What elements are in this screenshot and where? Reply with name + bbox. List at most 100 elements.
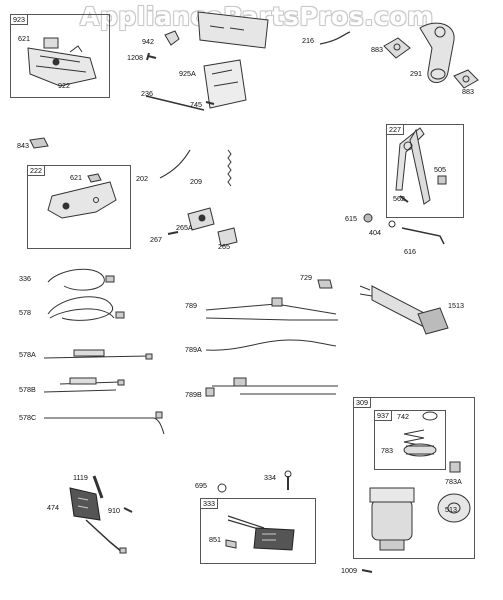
part-label[interactable]: 216: [302, 36, 314, 45]
part-222-bracket: [47, 173, 117, 219]
part-336-harness: [47, 268, 115, 291]
part-label[interactable]: 578: [19, 308, 31, 317]
part-label[interactable]: 783A: [445, 477, 462, 486]
part-label[interactable]: 202: [136, 174, 148, 183]
part-label[interactable]: 621: [18, 34, 30, 43]
part-label[interactable]: 789A: [185, 345, 202, 354]
assembly-box-333: [200, 498, 316, 564]
part-333-switch: [225, 515, 295, 551]
assembly-box-309: [353, 397, 475, 559]
part-227-lever: [395, 127, 447, 205]
assembly-box-923: [10, 14, 110, 98]
part-label[interactable]: 942: [142, 37, 154, 46]
part-label[interactable]: 578B: [19, 385, 36, 394]
part-236-rod: [145, 95, 205, 111]
assembly-box-222: [27, 165, 131, 249]
part-label[interactable]: 334: [264, 473, 276, 482]
part-label[interactable]: 883: [371, 45, 383, 54]
part-label[interactable]: 1208: [127, 53, 143, 62]
part-578A-harness: [43, 349, 153, 360]
part-label[interactable]: 789: [185, 301, 197, 310]
assembly-label-923[interactable]: 923: [10, 14, 28, 26]
part-label[interactable]: 925A: [179, 69, 196, 78]
part-label[interactable]: 1009: [341, 566, 357, 575]
part-label[interactable]: 267: [150, 235, 162, 244]
part-label[interactable]: 883: [462, 87, 474, 96]
assembly-label-333[interactable]: 333: [200, 498, 218, 510]
part-label[interactable]: 843: [17, 141, 29, 150]
part-578-harness: [47, 296, 125, 321]
part-label[interactable]: 729: [300, 273, 312, 282]
part-label[interactable]: 513: [445, 505, 457, 514]
part-216-link: [319, 31, 351, 45]
part-513-gear: [437, 493, 471, 523]
part-label[interactable]: 789B: [185, 390, 202, 399]
part-1208-screw: [146, 52, 157, 61]
part-label[interactable]: 505: [434, 165, 446, 174]
part-474-switch: [69, 487, 127, 554]
part-202-link: [159, 149, 191, 179]
part-783-spring: [403, 429, 425, 447]
part-922-bracket: [27, 37, 97, 87]
assembly-label-227[interactable]: 227: [386, 124, 404, 136]
part-578C-harness: [44, 411, 165, 435]
part-789A-harness: [205, 339, 337, 351]
part-265-plate: [217, 227, 238, 247]
part-label[interactable]: 562: [393, 194, 405, 203]
part-label[interactable]: 336: [19, 274, 31, 283]
part-942-clip: [164, 30, 180, 46]
part-label[interactable]: 742: [397, 412, 409, 421]
part-label[interactable]: 851: [209, 535, 221, 544]
part-label[interactable]: 621: [70, 173, 82, 182]
part-291-elbow: [419, 22, 455, 83]
part-label[interactable]: 236: [141, 89, 153, 98]
part-label[interactable]: 265: [218, 242, 230, 251]
assembly-box-937: [374, 410, 446, 470]
part-843-block: [29, 137, 49, 149]
part-label[interactable]: 474: [47, 503, 59, 512]
part-883-gasket: [383, 37, 411, 59]
assembly-box-227: [386, 124, 464, 218]
part-label[interactable]: 404: [369, 228, 381, 237]
part-209-spring: [227, 149, 232, 187]
part-label[interactable]: 783: [381, 446, 393, 455]
part-925A-cover: [197, 11, 269, 109]
assembly-label-937[interactable]: 937: [374, 410, 392, 422]
part-910-screw: [123, 507, 133, 513]
part-616-rod: [401, 227, 445, 245]
part-label[interactable]: 615: [345, 214, 357, 223]
part-1009-screw: [361, 569, 373, 573]
assembly-label-222[interactable]: 222: [27, 165, 45, 177]
part-label[interactable]: 1119: [73, 473, 88, 482]
part-label[interactable]: 922: [58, 81, 70, 90]
part-745-screw: [205, 101, 215, 105]
part-265A-plate: [187, 207, 215, 231]
part-334-screw: [284, 470, 292, 490]
part-label[interactable]: 910: [108, 506, 120, 515]
part-883-gasket-2: [453, 69, 479, 89]
part-label[interactable]: 578A: [19, 350, 36, 359]
part-label[interactable]: 1513: [448, 301, 464, 310]
part-label[interactable]: 291: [410, 69, 422, 78]
part-695-nut: [217, 483, 227, 493]
part-starter-motor: [369, 487, 415, 551]
part-label[interactable]: 209: [190, 177, 202, 186]
part-label[interactable]: 265A: [176, 223, 193, 232]
part-label[interactable]: 745: [190, 100, 202, 109]
part-729-connector: [317, 279, 333, 289]
part-gear: [403, 443, 437, 457]
part-578B-harness: [43, 377, 125, 393]
part-1119-screw: [92, 475, 104, 499]
part-742-washer: [422, 411, 438, 421]
assembly-label-309[interactable]: 309: [353, 397, 371, 409]
part-615-nut: [363, 213, 373, 223]
part-404-washer: [388, 220, 396, 228]
part-label[interactable]: 616: [404, 247, 416, 256]
part-267-screw: [167, 231, 179, 235]
part-label[interactable]: 578C: [19, 413, 37, 422]
part-783A-gear: [449, 461, 461, 473]
part-label[interactable]: 695: [195, 481, 207, 490]
part-789B-harness: [205, 377, 338, 397]
